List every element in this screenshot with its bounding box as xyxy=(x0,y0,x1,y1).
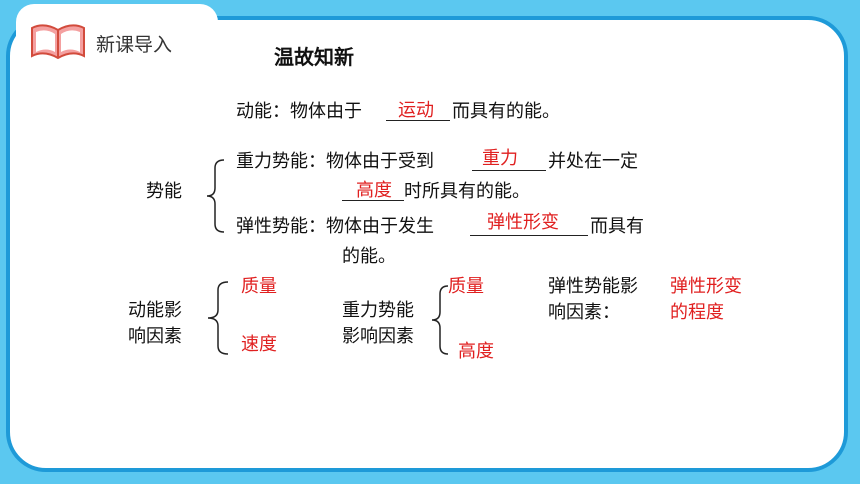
kinetic-blank xyxy=(386,120,450,121)
elastic-blank xyxy=(470,235,588,236)
kinetic-definition-suffix: 而具有的能。 xyxy=(452,101,560,122)
kinetic-answer: 运动 xyxy=(398,100,434,121)
gravity-definition-prefix: 重力势能：物体由于受到 xyxy=(236,151,434,172)
gravity-factor-1: 质量 xyxy=(448,276,484,297)
gravity-factor-2: 高度 xyxy=(458,341,494,362)
gravity-factors-label-1: 重力势能 xyxy=(342,300,414,321)
section-title: 新课导入 xyxy=(96,34,173,56)
kinetic-factor-1: 质量 xyxy=(241,276,277,297)
potential-brace xyxy=(206,159,225,233)
gravity-answer-1: 重力 xyxy=(482,148,518,169)
gravity-blank-2 xyxy=(342,200,404,201)
gravity-factors-label-2: 影响因素 xyxy=(342,326,414,347)
elastic-factor-answer-2: 的程度 xyxy=(670,302,724,323)
kinetic-factor-2: 速度 xyxy=(241,334,277,355)
kinetic-factors-label-2: 响因素 xyxy=(128,326,182,347)
kinetic-factors-brace xyxy=(207,281,229,355)
content-card xyxy=(6,16,848,472)
elastic-factors-label-2: 响因素： xyxy=(548,302,620,323)
elastic-answer: 弹性形变 xyxy=(487,212,559,233)
potential-label: 势能 xyxy=(146,181,182,202)
gravity-answer-2: 高度 xyxy=(356,180,392,201)
elastic-definition-suffix-2: 的能。 xyxy=(342,246,396,267)
gravity-factors-brace xyxy=(431,285,449,355)
kinetic-definition-prefix: 动能：物体由于 xyxy=(236,101,362,122)
slide-title: 温故知新 xyxy=(274,45,354,69)
kinetic-factors-label-1: 动能影 xyxy=(128,300,182,321)
gravity-definition-suffix: 时所具有的能。 xyxy=(404,181,530,202)
elastic-definition-suffix: 而具有 xyxy=(590,216,644,237)
gravity-blank-1 xyxy=(472,170,546,171)
open-book-icon xyxy=(31,24,85,60)
elastic-definition-prefix: 弹性势能：物体由于发生 xyxy=(236,216,434,237)
elastic-factor-answer-1: 弹性形变 xyxy=(670,276,742,297)
elastic-factors-label-1: 弹性势能影 xyxy=(548,276,638,297)
gravity-definition-mid: 并处在一定 xyxy=(548,151,638,172)
